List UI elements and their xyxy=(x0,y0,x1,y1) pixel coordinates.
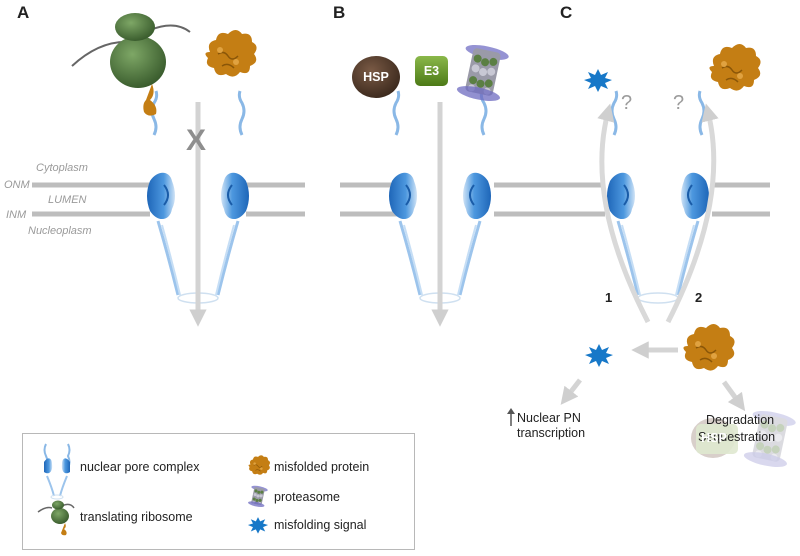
misfolded-protein-panel-a xyxy=(204,29,258,78)
misfolding-signal-cytoplasm xyxy=(584,69,612,92)
export-route-arrows xyxy=(597,103,719,324)
question-mark-right: ? xyxy=(673,92,685,114)
degradation-label: Degradation xyxy=(706,413,775,427)
panel-label-c: C xyxy=(560,3,573,22)
e3-label-b: E3 xyxy=(423,64,440,78)
route-1-label: 1 xyxy=(605,290,613,305)
misfolded-protein-cytoplasm xyxy=(708,43,762,92)
nuclear-pn-line2: transcription xyxy=(517,426,586,440)
lumen-label: LUMEN xyxy=(48,194,87,206)
hsp-chaperone-b xyxy=(352,56,400,98)
nucleoplasm-label: Nucleoplasm xyxy=(28,225,92,237)
onm-label: ONM xyxy=(4,179,30,191)
signal-arrows xyxy=(560,341,746,412)
nuclear-pn-line1: Nuclear PN xyxy=(517,411,581,425)
nuclear-pn-transcription-label: Nuclear PN transcription xyxy=(517,411,585,441)
misfolded-protein-nucleus xyxy=(682,323,736,372)
sequestration-label: Sequestration xyxy=(698,430,776,444)
legend-proteasome-label: proteasome xyxy=(274,490,341,504)
panel-label-b: B xyxy=(333,3,346,22)
legend xyxy=(22,433,415,550)
question-mark-left: ? xyxy=(621,92,633,114)
inm-label: INM xyxy=(6,209,27,221)
hsp-label-b: HSP xyxy=(363,70,389,84)
legend-npc-icon xyxy=(43,443,71,500)
legend-signal-label: misfolding signal xyxy=(274,518,367,532)
hsp-label-c: HSP xyxy=(701,431,727,445)
blocked-x-mark: X xyxy=(186,124,207,157)
proteasome-panel-b xyxy=(455,41,510,104)
panel-label-a: A xyxy=(17,3,30,22)
e3-ligase-c xyxy=(696,424,738,454)
legend-ribosome-icon xyxy=(37,500,75,536)
legend-ribosome-label: translating ribosome xyxy=(80,510,193,524)
route-2-label: 2 xyxy=(695,290,703,305)
legend-npc-label: nuclear pore complex xyxy=(80,460,200,474)
misfolding-signal-nucleus xyxy=(585,344,613,367)
e3-ligase-b xyxy=(415,56,448,86)
ribosome-panel-a xyxy=(71,13,191,116)
up-arrow-icon xyxy=(507,408,515,426)
nuclear-membranes xyxy=(32,182,770,217)
cytoplasm-label: Cytoplasm xyxy=(36,162,88,174)
legend-misfolded-label: misfolded protein xyxy=(274,460,370,474)
